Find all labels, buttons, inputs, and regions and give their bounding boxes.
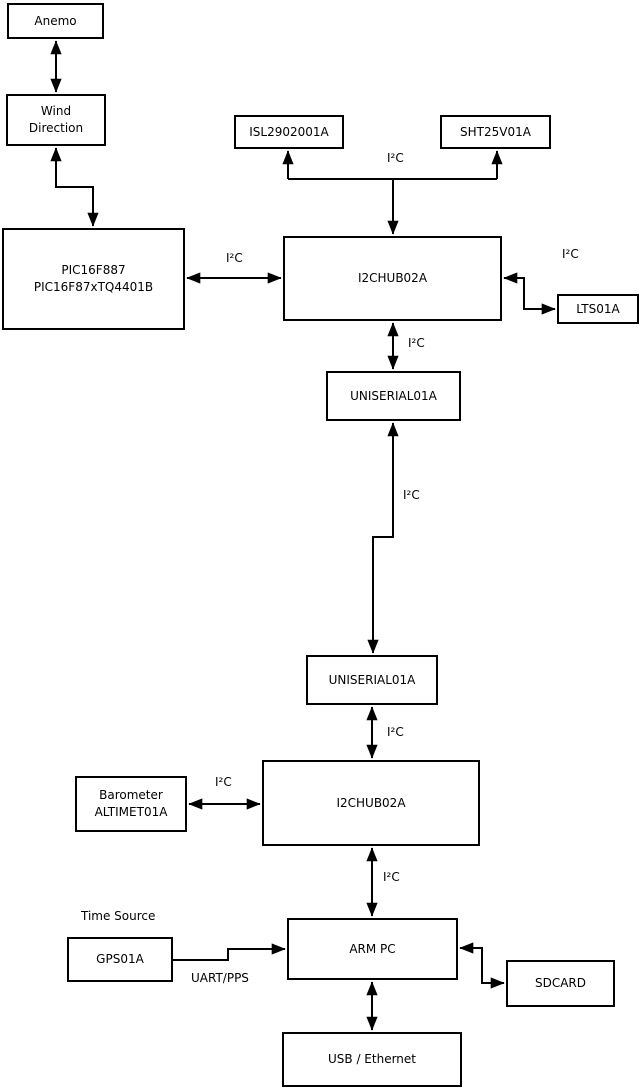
edge-label-i2c-hub1-lts: I²C: [562, 247, 579, 261]
edge-label-uart-pps: UART/PPS: [191, 971, 249, 985]
node-i2chub02a-2-label: I2CHUB02A: [336, 795, 406, 810]
edge-label-i2c-sensor-bus: I²C: [387, 151, 404, 165]
node-uniserial01a-2: UNISERIAL01A: [306, 655, 438, 705]
node-wind-direction-label: Wind Direction: [28, 104, 84, 135]
node-sdcard-label: SDCARD: [534, 976, 587, 991]
edge-label-time-source: Time Source: [81, 909, 156, 923]
node-i2chub02a-1-label: I2CHUB02A: [357, 271, 428, 286]
connector-uniserial1-uniserial2: [367, 422, 399, 654]
edge-label-i2c-hub1-uniserial1: I²C: [408, 336, 425, 350]
connector-gps-armpc: [173, 943, 286, 961]
node-uniserial01a-1-label: UNISERIAL01A: [350, 388, 437, 403]
node-arm-pc-label: ARM PC: [349, 941, 396, 956]
node-sdcard: SDCARD: [506, 960, 615, 1007]
node-usb-ethernet-label: USB / Ethernet: [328, 1052, 416, 1067]
connector-armpc-sdcard: [459, 942, 505, 989]
node-anemo-label: Anemo: [34, 13, 77, 28]
node-barometer-altimet01a: Barometer ALTIMET01A: [75, 776, 187, 832]
node-arm-pc: ARM PC: [287, 918, 458, 980]
node-wind-direction: Wind Direction: [6, 94, 106, 146]
node-i2chub02a-1: I2CHUB02A: [283, 236, 502, 321]
node-uniserial01a-2-label: UNISERIAL01A: [328, 672, 416, 687]
edge-label-i2c-pic-hub1: I²C: [226, 251, 243, 265]
node-sht25v01a: SHT25V01A: [440, 115, 551, 149]
node-pic16f887: PIC16F887 PIC16F87xTQ4401B: [2, 228, 185, 330]
node-pic16f887-label: PIC16F887 PIC16F87xTQ4401B: [33, 263, 154, 294]
connector-hub1-lts: [503, 272, 556, 315]
edge-label-i2c-uniserial2-hub2: I²C: [387, 725, 404, 739]
node-isl2902001a-label: ISL2902001A: [249, 124, 329, 139]
node-gps01a: GPS01A: [67, 937, 173, 982]
node-lts01a-label: LTS01A: [576, 301, 620, 316]
connector-wind-pic: [50, 147, 99, 227]
node-i2chub02a-2: I2CHUB02A: [262, 760, 480, 846]
node-isl2902001a: ISL2902001A: [234, 115, 344, 149]
node-usb-ethernet: USB / Ethernet: [282, 1032, 462, 1087]
node-anemo: Anemo: [7, 3, 104, 39]
node-uniserial01a-1: UNISERIAL01A: [326, 371, 461, 421]
node-lts01a: LTS01A: [557, 294, 639, 324]
node-sht25v01a-label: SHT25V01A: [460, 124, 531, 139]
edge-label-i2c-barometer-hub2: I²C: [215, 775, 232, 789]
node-gps01a-label: GPS01A: [96, 952, 144, 967]
edge-label-i2c-uniserial-link: I²C: [403, 488, 420, 502]
edge-label-i2c-hub2-armpc: I²C: [383, 870, 400, 884]
node-barometer-altimet01a-label: Barometer ALTIMET01A: [94, 788, 168, 819]
